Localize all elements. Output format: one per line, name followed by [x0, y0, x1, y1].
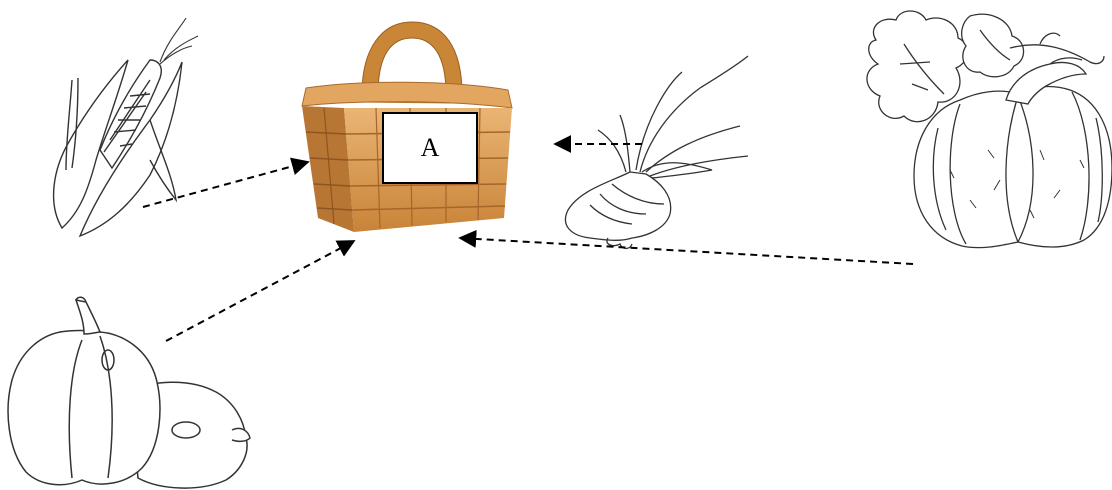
pumpkin-icon [866, 10, 1112, 249]
bell-pepper-icon [7, 296, 251, 489]
basket-label: A [420, 133, 440, 162]
arrow-pepper-to-basket [165, 240, 356, 342]
onion-icon [564, 55, 749, 250]
corn-icon [52, 17, 199, 238]
arrows [142, 135, 914, 342]
arrow-corn-to-basket [142, 157, 310, 208]
arrow-pumpkin-to-basket [458, 229, 914, 265]
basket-label-box: A [382, 112, 478, 184]
